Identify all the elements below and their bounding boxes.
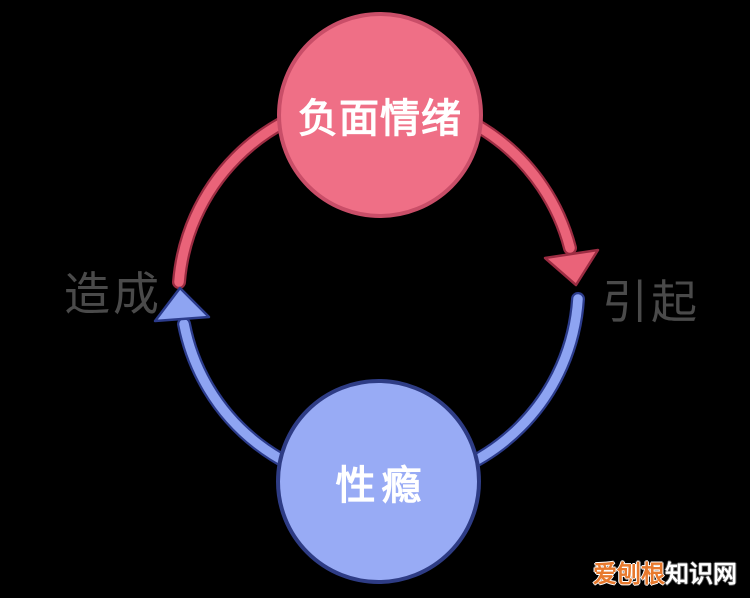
edge-label-triggers: 引起 [602,276,700,328]
node-sex-addiction-label: 性瘾 [335,463,428,508]
node-sex-addiction: 性瘾 [276,379,481,584]
pink-arrowhead-down-icon [543,248,600,287]
watermark-prefix: 爱刨根 [593,561,665,588]
blue-arrowhead-up-icon [153,286,211,323]
node-negative-emotions-label: 负面情绪 [298,97,462,141]
watermark-suffix: 知识网 [665,561,737,588]
watermark: 爱刨根知识网 [593,554,737,589]
node-negative-emotions: 负面情绪 [277,12,483,218]
edge-label-causes: 造成 [64,268,162,320]
